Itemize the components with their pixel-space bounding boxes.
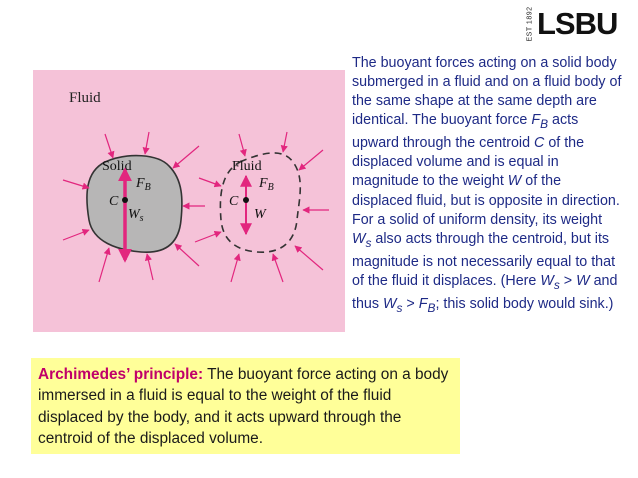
fluid-pressure-arrows bbox=[194, 131, 329, 283]
fluid-centroid-dot bbox=[243, 197, 249, 203]
solid-body-shape bbox=[86, 154, 183, 253]
fluid-background bbox=[33, 70, 345, 332]
solid-centroid-dot bbox=[122, 197, 128, 203]
callout-heading: Archimedes’ principle: bbox=[38, 366, 204, 383]
solid-fb-label: FB bbox=[135, 176, 151, 193]
fluid-body-shape bbox=[219, 152, 302, 253]
figure-description: The buoyant forces acting on a solid bod… bbox=[352, 54, 624, 318]
description-paragraph: The buoyant forces acting on a solid bod… bbox=[352, 55, 622, 315]
fluid-weight-label: W bbox=[254, 207, 267, 222]
solid-label: Solid bbox=[102, 159, 132, 174]
logo-wordmark: LSBU bbox=[537, 6, 618, 41]
callout-body: The buoyant force acting on a body immer… bbox=[38, 366, 449, 448]
solid-centroid-label: C bbox=[109, 194, 119, 209]
est-label: EST 1892 bbox=[526, 6, 534, 42]
buoyancy-diagram: Fluid Solid FB C Ws Fluid FB C W bbox=[33, 70, 345, 332]
solid-pressure-arrows bbox=[62, 131, 205, 283]
fluid-region-label: Fluid bbox=[69, 90, 101, 106]
fluid-fb-label: FB bbox=[258, 176, 274, 193]
lsbu-logo: EST 1892 LSBU bbox=[524, 6, 624, 42]
buoyancy-figure: Fluid Solid FB C Ws Fluid FB C W bbox=[33, 70, 345, 332]
fluid-body-label: Fluid bbox=[232, 159, 262, 174]
fluid-centroid-label: C bbox=[229, 194, 239, 209]
solid-weight-label: Ws bbox=[128, 207, 144, 224]
archimedes-principle-callout: Archimedes’ principle: The buoyant force… bbox=[31, 358, 460, 454]
